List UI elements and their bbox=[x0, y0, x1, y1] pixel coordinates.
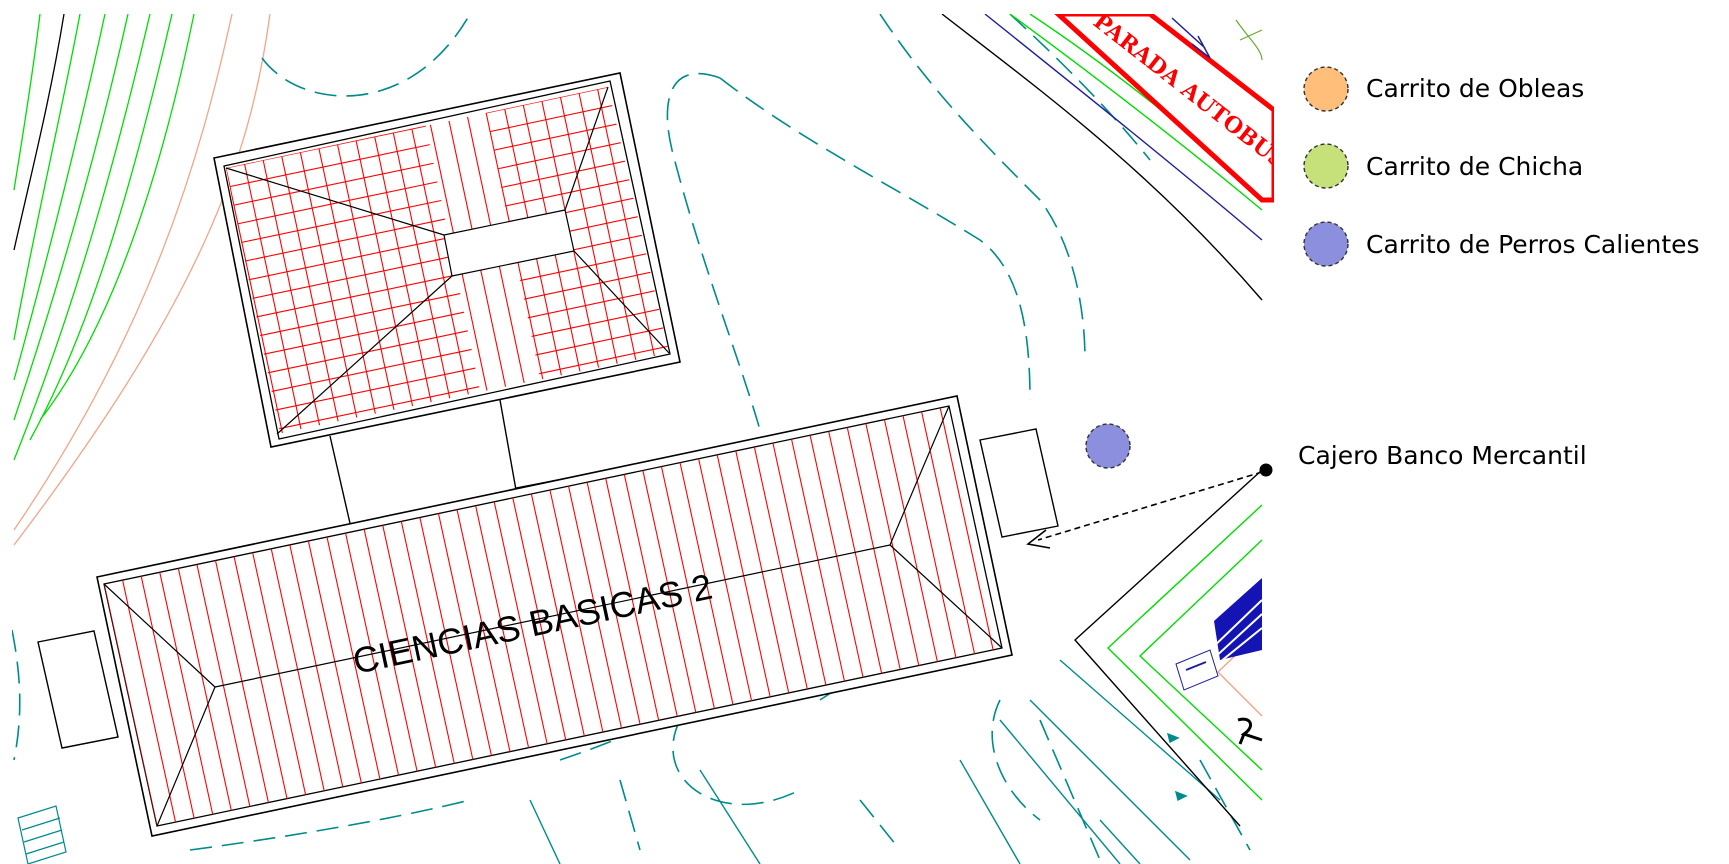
building-annex bbox=[37, 428, 1059, 749]
atm-arrow-icon bbox=[1026, 529, 1051, 549]
walkway-solid-lines bbox=[529, 659, 1221, 864]
legend-swatch-chicha bbox=[1303, 143, 1349, 189]
left-contour-lines bbox=[13, 14, 271, 546]
legend bbox=[1303, 66, 1349, 267]
building-top bbox=[213, 72, 681, 448]
atm-leader-line bbox=[1037, 471, 1263, 541]
traffic-arrow-icon bbox=[1171, 17, 1211, 59]
bank-sign-icon bbox=[1175, 578, 1263, 745]
atm-callout bbox=[1026, 463, 1273, 549]
legend-swatch-obleas bbox=[1303, 66, 1349, 112]
legend-label-chicha: Carrito de Chicha bbox=[1366, 152, 1584, 181]
bench-hatch bbox=[17, 805, 67, 864]
legend-swatch-perros bbox=[1303, 221, 1349, 267]
bus-stop: PARADA AUTOBUS bbox=[1054, 14, 1274, 203]
plaza-outline bbox=[1074, 469, 1263, 827]
building-ciencias-basicas-2: CIENCIAS BASICAS 2 bbox=[96, 395, 1013, 837]
atm-marker bbox=[1259, 463, 1273, 477]
legend-label-obleas: Carrito de Obleas bbox=[1366, 74, 1585, 103]
hotdog-cart-marker bbox=[1085, 423, 1131, 469]
legend-label-perros: Carrito de Perros Calientes bbox=[1366, 230, 1700, 259]
atm-label: Cajero Banco Mercantil bbox=[1298, 441, 1587, 470]
